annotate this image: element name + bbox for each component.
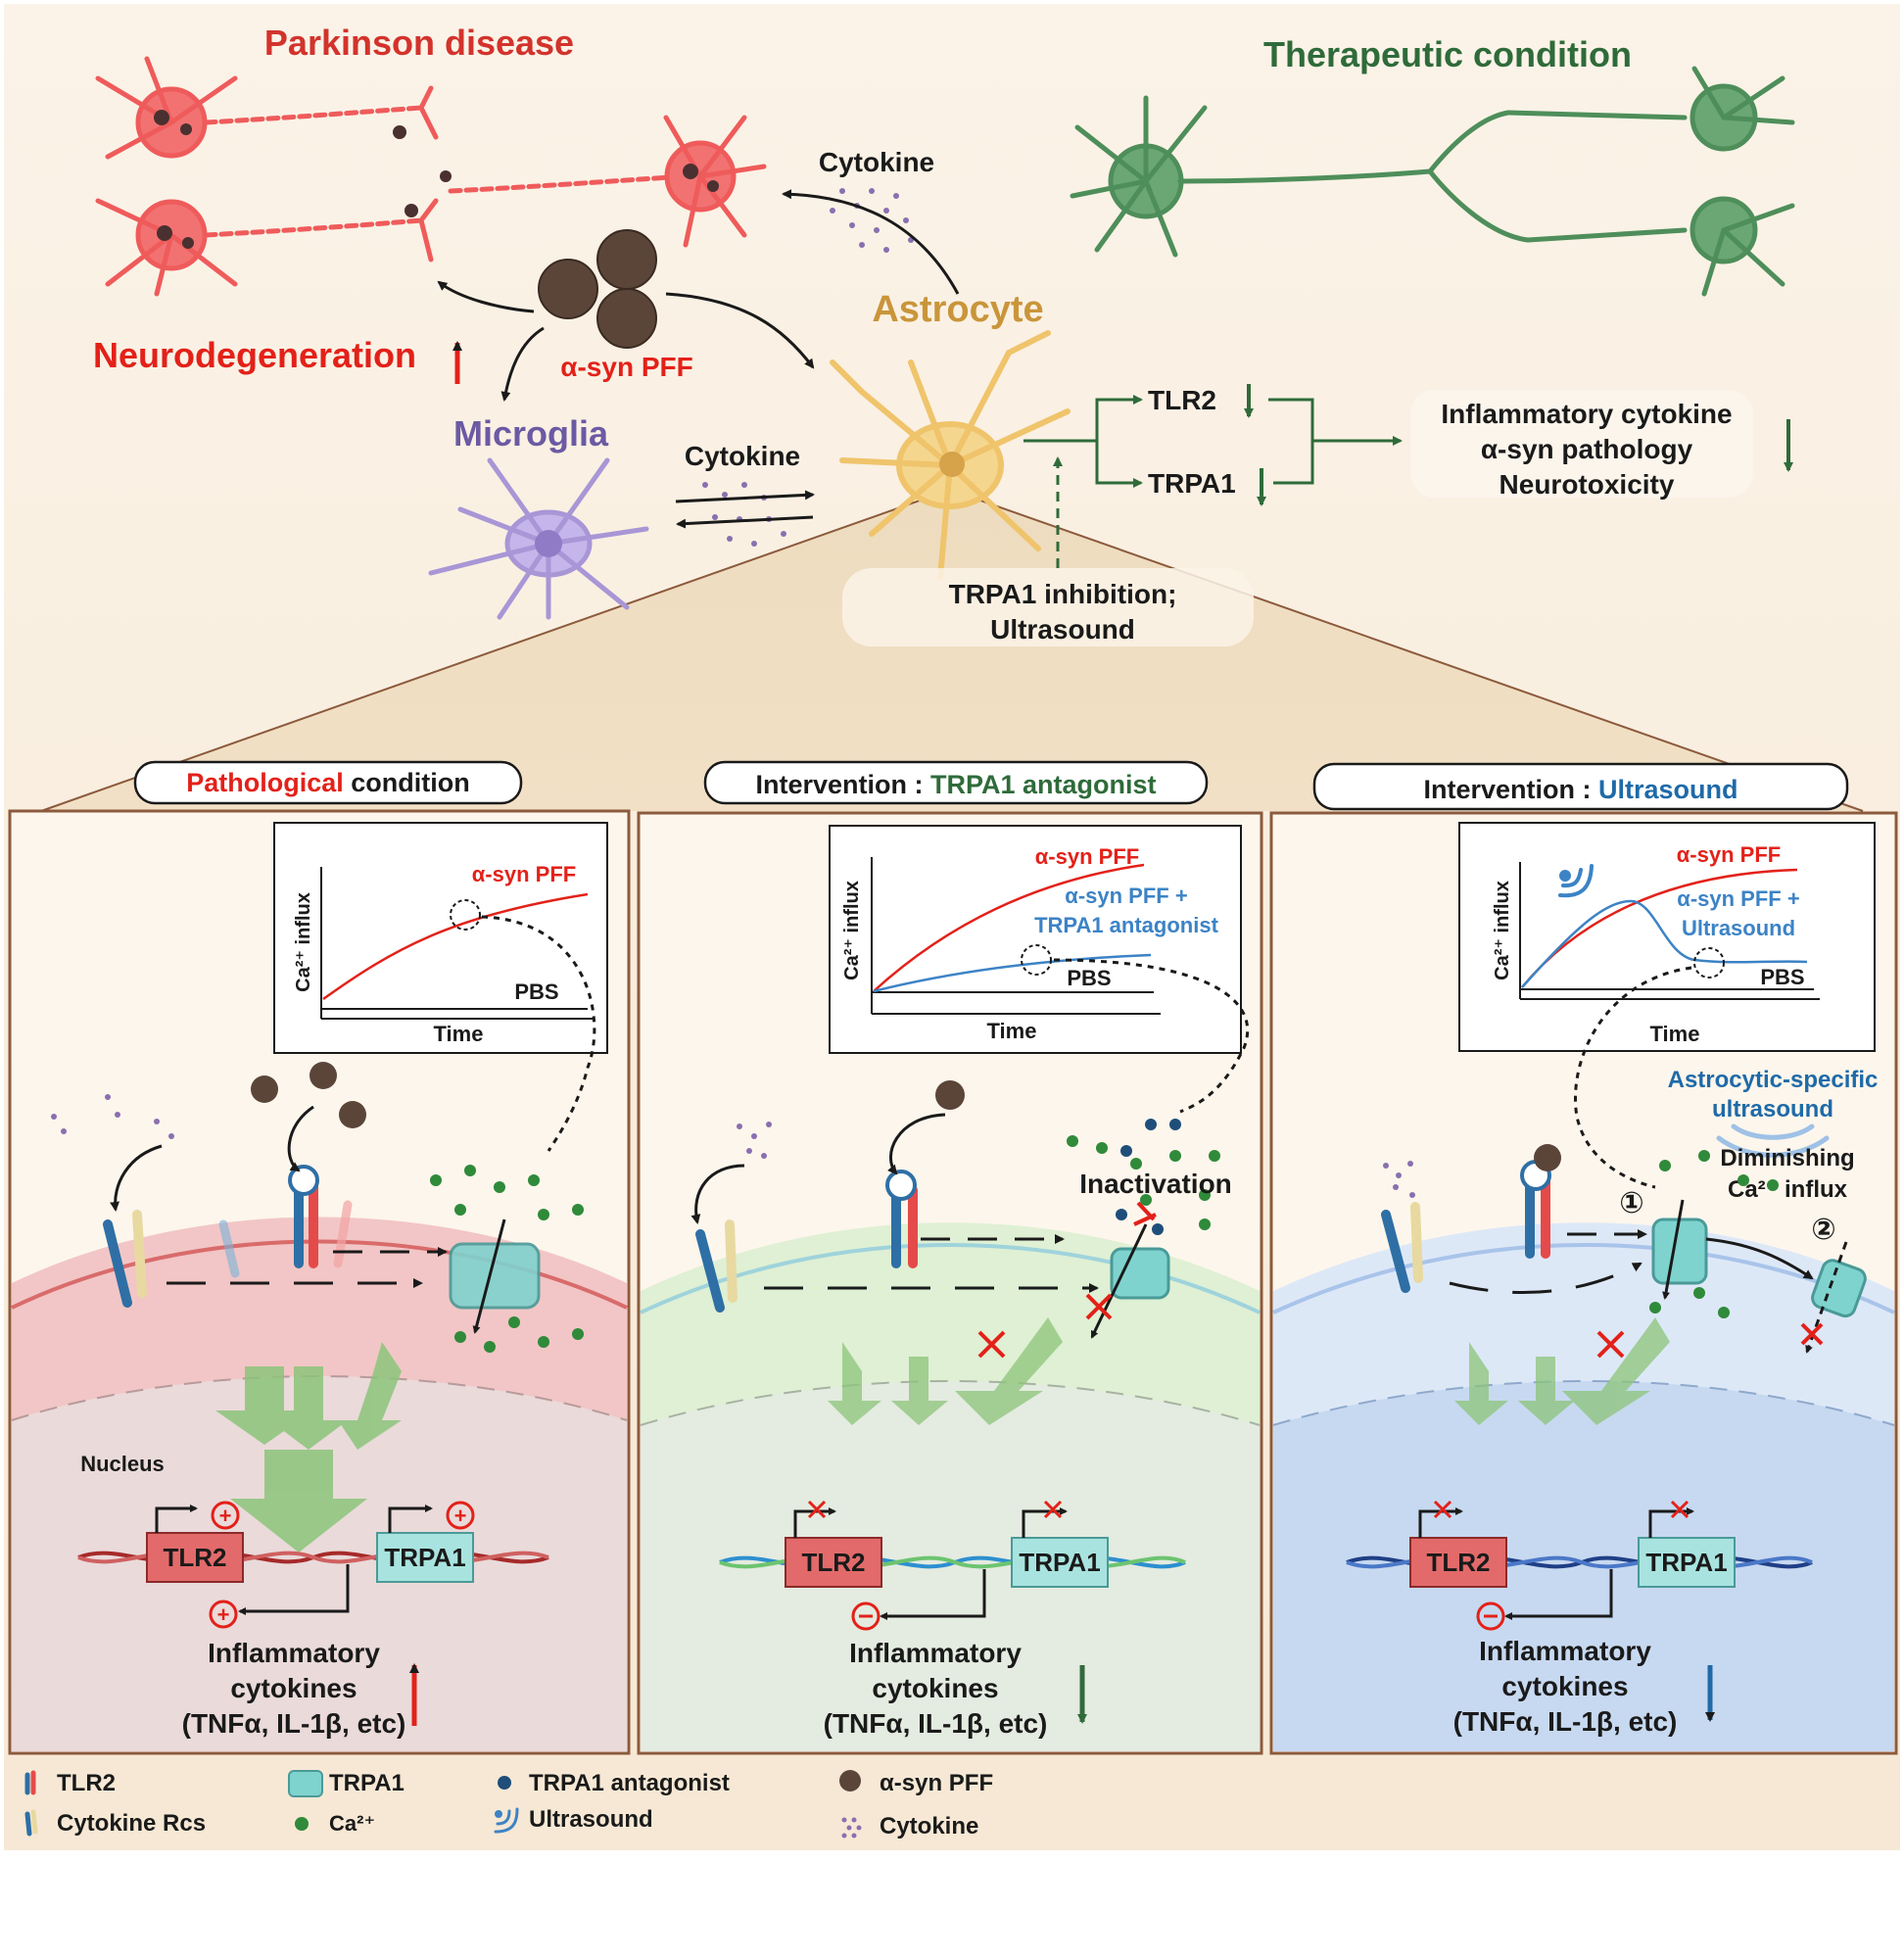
svg-text:Time: Time <box>434 1022 484 1046</box>
therapeutic-title: Therapeutic condition <box>1263 34 1632 74</box>
svg-text:Nucleus: Nucleus <box>80 1452 165 1476</box>
svg-text:PBS: PBS <box>514 980 558 1004</box>
svg-text:α-syn PFF: α-syn PFF <box>472 862 576 886</box>
panel-antagonist: α-syn PFF α-syn PFF + TRPA1 antagonist P… <box>637 811 1263 1755</box>
astro-to-neuron-arrow <box>782 189 960 295</box>
legend-ultrasound-icon <box>494 1807 519 1834</box>
pff-aggregates <box>538 229 657 349</box>
legend-tlr2-icon <box>24 1770 36 1795</box>
svg-text:Time: Time <box>987 1019 1037 1043</box>
inhibition-line1: TRPA1 inhibition; <box>949 579 1177 609</box>
svg-text:Diminishing: Diminishing <box>1720 1145 1854 1171</box>
svg-text:Cytokine: Cytokine <box>880 1813 978 1840</box>
svg-text:α-syn PFF +: α-syn PFF + <box>1677 886 1799 911</box>
svg-text:Ca²⁺ influx: Ca²⁺ influx <box>1492 881 1513 980</box>
legend: TLR2 Cytokine Rcs TRPA1 Ca²⁺ TRPA1 antag… <box>24 1770 993 1840</box>
panel-ultrasound: α-syn PFF α-syn PFF + Ultrasound PBS Tim… <box>1269 811 1898 1755</box>
healthy-neurons <box>1070 66 1795 297</box>
ultrasound-graph-icon <box>1558 864 1594 898</box>
svg-text:Ultrasound: Ultrasound <box>1682 916 1795 940</box>
svg-text:cytokines: cytokines <box>1501 1671 1628 1701</box>
svg-text:cytokines: cytokines <box>872 1673 998 1703</box>
svg-text:TLR2: TLR2 <box>164 1543 227 1572</box>
svg-text:(TNFα, IL-1β, etc): (TNFα, IL-1β, etc) <box>1453 1706 1678 1737</box>
svg-text:PBS: PBS <box>1067 966 1111 990</box>
svg-text:Inflammatory: Inflammatory <box>1479 1636 1651 1666</box>
svg-text:(TNFα, IL-1β, etc): (TNFα, IL-1β, etc) <box>824 1708 1048 1739</box>
parkinson-title: Parkinson disease <box>264 23 574 63</box>
panel-pathological: α-syn PFF PBS Time Ca²⁺ influx <box>8 809 631 1755</box>
svg-text:TRPA1: TRPA1 <box>1019 1548 1100 1577</box>
legend-trpa1-icon <box>288 1770 323 1797</box>
svg-text:(TNFα, IL-1β, etc): (TNFα, IL-1β, etc) <box>182 1708 406 1739</box>
legend-antagonist-icon <box>498 1776 511 1790</box>
svg-text:TRPA1 antagonist: TRPA1 antagonist <box>1034 913 1219 937</box>
svg-text:TRPA1 antagonist: TRPA1 antagonist <box>529 1770 730 1796</box>
top-trpa1-label: TRPA1 <box>1148 468 1236 499</box>
svg-text:Inflammatory: Inflammatory <box>208 1638 380 1668</box>
svg-text:Intervention : TRPA1 antagonis: Intervention : TRPA1 antagonist <box>755 770 1156 799</box>
svg-text:②: ② <box>1811 1214 1835 1246</box>
svg-text:Inflammatory: Inflammatory <box>849 1638 1022 1668</box>
zoom-funnel <box>41 490 1863 811</box>
svg-text:Ca²⁺: Ca²⁺ <box>329 1811 375 1836</box>
svg-text:Cytokine Rcs: Cytokine Rcs <box>57 1810 206 1837</box>
microglia-label: Microglia <box>453 413 609 454</box>
svg-text:+: + <box>217 1602 230 1627</box>
inhibition-line2: Ultrasound <box>990 614 1135 645</box>
neurodegeneration-label: Neurodegeneration <box>93 335 416 375</box>
svg-text:α-syn PFF: α-syn PFF <box>1035 844 1139 869</box>
svg-text:TLR2: TLR2 <box>57 1770 116 1796</box>
panel2-title: Intervention : TRPA1 antagonist <box>703 760 1209 805</box>
svg-text:TLR2: TLR2 <box>1427 1548 1491 1577</box>
outcome-line1: Inflammatory cytokine <box>1441 399 1732 429</box>
svg-text:TRPA1: TRPA1 <box>384 1543 465 1572</box>
svg-text:TRPA1: TRPA1 <box>1645 1548 1727 1577</box>
svg-text:Ca²⁺ influx: Ca²⁺ influx <box>293 892 314 992</box>
svg-text:Astrocytic-specific: Astrocytic-specific <box>1668 1067 1879 1093</box>
svg-text:α-syn PFF: α-syn PFF <box>880 1770 993 1796</box>
panel1-title: Pathological condition <box>133 760 523 805</box>
top-tlr2-label: TLR2 <box>1148 385 1216 415</box>
svg-text:+: + <box>219 1504 232 1528</box>
panel3-title: Intervention : Ultrasound <box>1312 762 1849 811</box>
cytokine-label-mid: Cytokine <box>685 441 800 471</box>
legend-pff-icon <box>839 1770 861 1792</box>
svg-text:Pathological condition: Pathological condition <box>186 768 470 797</box>
svg-text:Inactivation: Inactivation <box>1079 1169 1232 1199</box>
svg-text:Time: Time <box>1650 1022 1700 1046</box>
legend-cytokine-rc-icon <box>24 1809 38 1837</box>
svg-text:TLR2: TLR2 <box>802 1548 866 1577</box>
svg-text:Ca²⁺ influx: Ca²⁺ influx <box>841 881 863 980</box>
svg-text:+: + <box>454 1504 467 1528</box>
svg-text:①: ① <box>1619 1187 1643 1219</box>
outcome-line2: α-syn pathology <box>1481 434 1693 464</box>
svg-text:PBS: PBS <box>1760 965 1804 989</box>
svg-text:cytokines: cytokines <box>230 1673 357 1703</box>
svg-text:Intervention : Ultrasound: Intervention : Ultrasound <box>1423 775 1737 804</box>
legend-ca-icon <box>295 1817 309 1831</box>
pd-neurons <box>95 56 767 297</box>
astrocyte-label: Astrocyte <box>872 289 1043 330</box>
svg-text:α-syn PFF: α-syn PFF <box>1677 842 1781 867</box>
svg-text:Ultrasound: Ultrasound <box>529 1806 653 1833</box>
cytokine-label-top: Cytokine <box>819 147 934 177</box>
pff-label: α-syn PFF <box>560 352 692 382</box>
outcome-line3: Neurotoxicity <box>1499 469 1675 500</box>
legend-cytokine-icon <box>841 1817 862 1839</box>
svg-text:α-syn PFF +: α-syn PFF + <box>1065 884 1187 908</box>
microglia-cell <box>428 457 649 620</box>
svg-text:ultrasound: ultrasound <box>1712 1096 1833 1123</box>
svg-text:TRPA1: TRPA1 <box>329 1770 405 1796</box>
